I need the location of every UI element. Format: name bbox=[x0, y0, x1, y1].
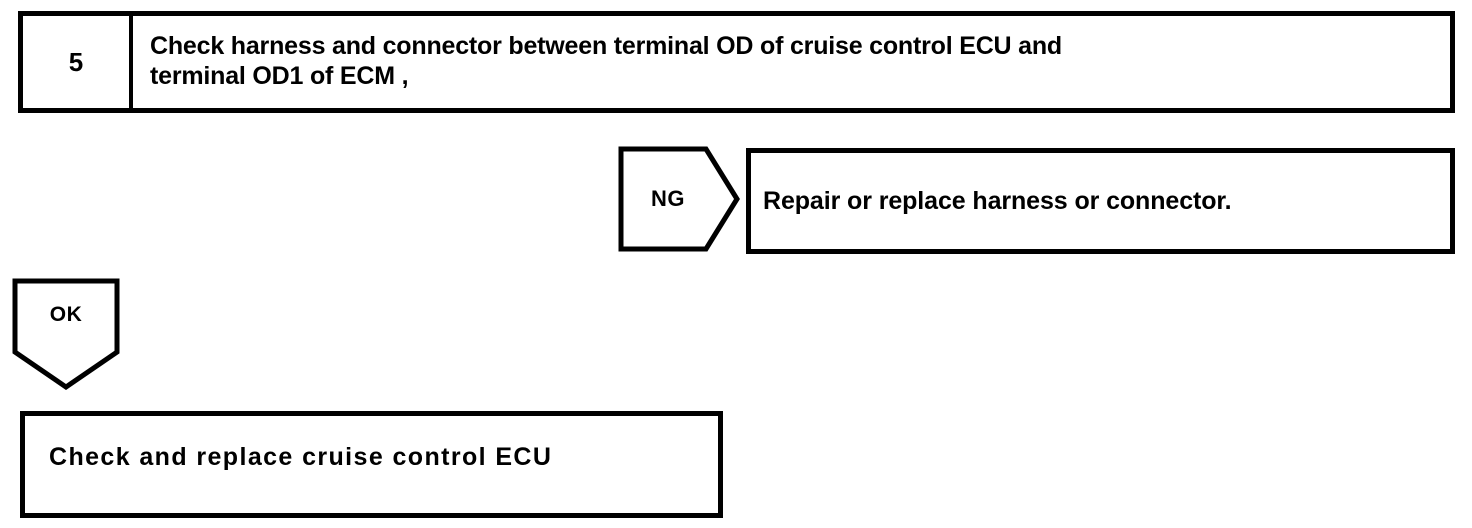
final-action-box: Check and replace cruise control ECU bbox=[20, 411, 723, 518]
step-instruction-cell: Check harness and connector between term… bbox=[133, 16, 1450, 108]
ng-result-text: Repair or replace harness or connector. bbox=[763, 186, 1232, 215]
step-number: 5 bbox=[68, 47, 84, 77]
ng-branch-label: NG bbox=[651, 186, 685, 211]
step-number-cell: 5 bbox=[23, 16, 133, 108]
ng-branch-arrow-icon bbox=[618, 146, 740, 252]
ok-branch-label: OK bbox=[49, 303, 83, 326]
final-action-text: Check and replace cruise control ECU bbox=[49, 443, 553, 471]
step-instruction-text: Check harness and connector between term… bbox=[150, 32, 1062, 90]
ng-result-box: Repair or replace harness or connector. bbox=[746, 148, 1455, 254]
ok-branch-arrow-icon bbox=[12, 278, 120, 390]
step-box: 5 Check harness and connector between te… bbox=[18, 11, 1455, 113]
